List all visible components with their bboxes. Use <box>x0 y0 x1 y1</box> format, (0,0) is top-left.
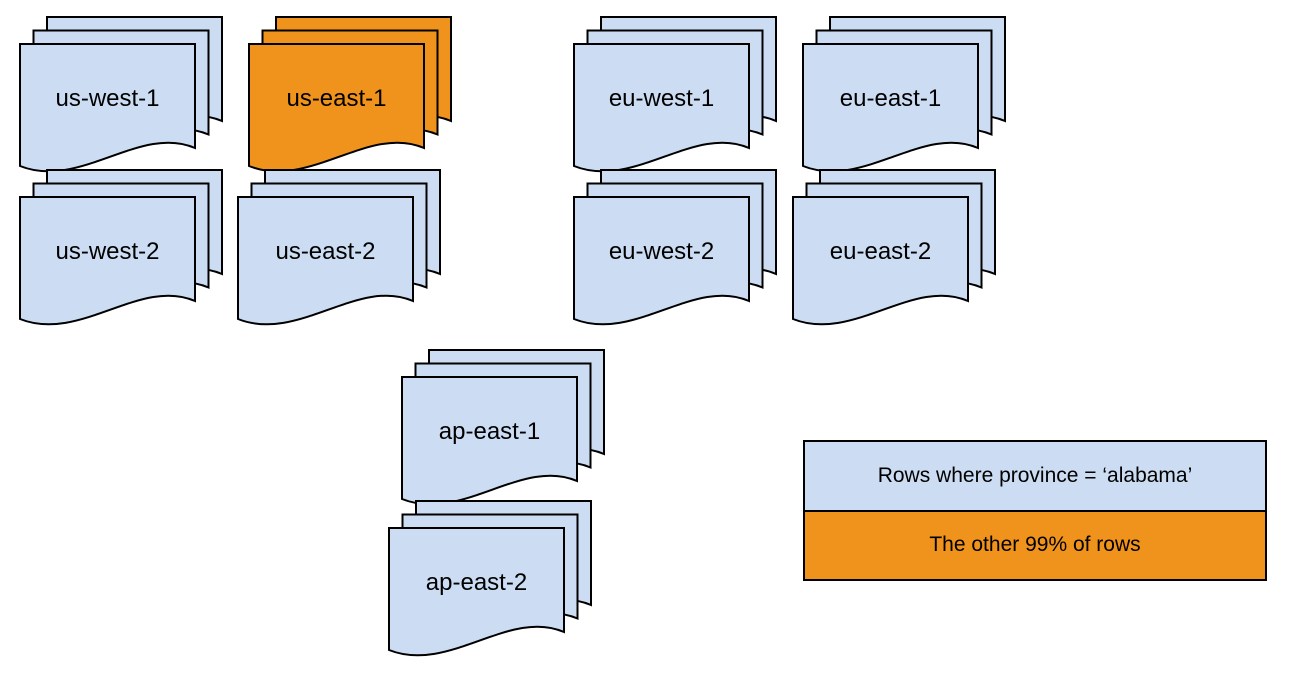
region-label: us-west-2 <box>55 238 160 265</box>
document-stack-icon <box>573 16 777 173</box>
document-stack-icon <box>237 169 441 326</box>
region-label: ap-east-1 <box>438 418 541 445</box>
legend-row-alabama: Rows where province = ‘alabama’ <box>805 442 1265 510</box>
region-stack-eu-west-1: eu-west-1 <box>573 16 777 175</box>
region-label: ap-east-2 <box>425 569 528 596</box>
region-stack-ap-east-2: ap-east-2 <box>388 500 592 659</box>
region-stack-eu-east-1: eu-east-1 <box>802 16 1006 175</box>
legend: Rows where province = ‘alabama’ The othe… <box>803 440 1267 581</box>
legend-row-other-rows: The other 99% of rows <box>805 509 1265 579</box>
region-stack-us-west-1: us-west-1 <box>19 16 223 175</box>
region-label: eu-west-1 <box>608 85 715 112</box>
document-stack-icon <box>401 349 605 506</box>
region-stack-ap-east-1: ap-east-1 <box>401 349 605 508</box>
region-label: eu-east-2 <box>829 238 932 265</box>
region-stack-us-west-2: us-west-2 <box>19 169 223 328</box>
legend-label-alabama: Rows where province = ‘alabama’ <box>877 463 1193 487</box>
region-stack-us-east-2: us-east-2 <box>237 169 441 328</box>
region-label: eu-east-1 <box>839 85 942 112</box>
region-stack-eu-east-2: eu-east-2 <box>792 169 996 328</box>
legend-label-other-rows: The other 99% of rows <box>929 533 1141 557</box>
region-label: us-east-1 <box>286 85 387 112</box>
region-label: us-west-1 <box>55 85 160 112</box>
document-stack-icon <box>19 16 223 173</box>
region-stack-eu-west-2: eu-west-2 <box>573 169 777 328</box>
document-stack-icon <box>802 16 1006 173</box>
region-label: eu-west-2 <box>608 238 715 265</box>
document-stack-icon <box>248 16 452 173</box>
document-stack-icon <box>19 169 223 326</box>
document-stack-icon <box>388 500 592 657</box>
region-stack-us-east-1: us-east-1 <box>248 16 452 175</box>
document-stack-icon <box>792 169 996 326</box>
region-label: us-east-2 <box>275 238 376 265</box>
document-stack-icon <box>573 169 777 326</box>
